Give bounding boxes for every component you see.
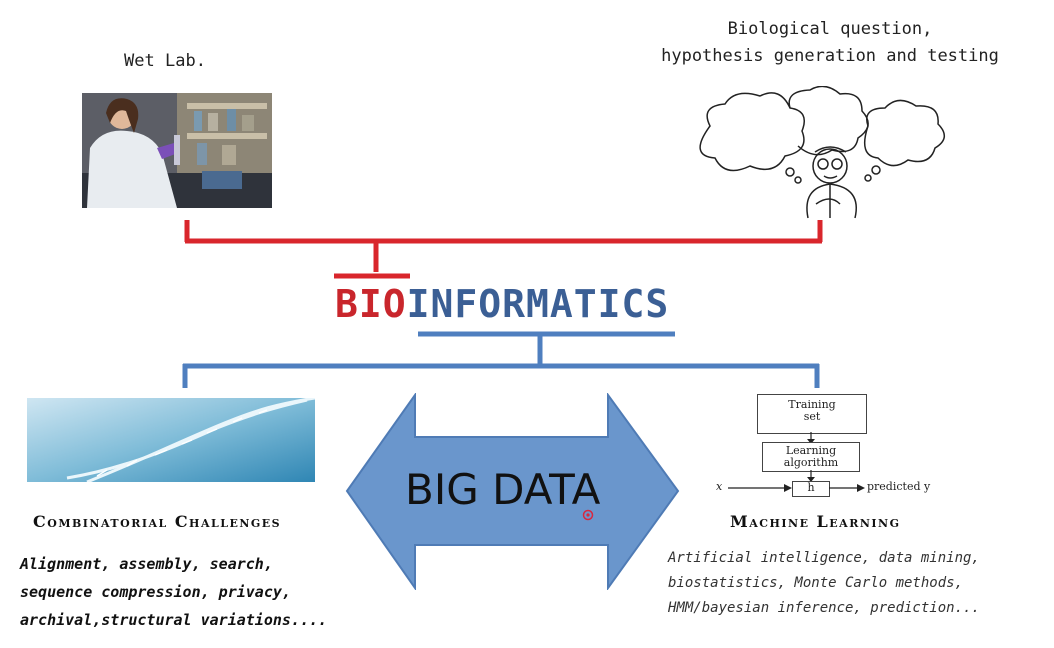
- combinatorial-challenges-heading: Combinatorial Challenges: [33, 512, 282, 531]
- ml-arrow-4: [829, 484, 865, 492]
- red-connector: [184, 220, 823, 279]
- big-data-label: BIG DATA: [405, 465, 601, 514]
- wet-lab-label: Wet Lab.: [124, 51, 206, 71]
- learning-algorithm-box: Learning algorithm: [762, 442, 860, 472]
- ml-input-label: x: [716, 480, 723, 493]
- title-bio: BIO: [335, 282, 407, 326]
- blue-connector: [182, 331, 820, 388]
- pointer-dot-icon: [582, 509, 594, 521]
- training-set-box: Training set: [757, 394, 867, 434]
- title-informatics: INFORMATICS: [406, 282, 670, 326]
- ml-arrow-1: [807, 432, 815, 444]
- machine-learning-heading: Machine Learning: [730, 512, 901, 531]
- ml-arrow-2: [807, 470, 815, 482]
- thinking-scientist-drawing: [699, 86, 945, 219]
- dna-helix-image: [27, 398, 315, 482]
- machine-learning-description: Artificial intelligence, data mining, bi…: [668, 550, 980, 616]
- hypothesis-box: h: [792, 481, 830, 497]
- wet-lab-photo: [82, 93, 272, 208]
- combinatorial-challenges-description: Alignment, assembly, search, sequence co…: [20, 555, 328, 629]
- big-data-double-arrow: [345, 393, 680, 590]
- ml-arrow-3: [728, 484, 792, 492]
- bioinformatics-title: BIOINFORMATICS: [335, 282, 669, 326]
- biological-question-label: Biological question, hypothesis generati…: [661, 19, 999, 66]
- ml-output-label: predicted y: [867, 480, 931, 493]
